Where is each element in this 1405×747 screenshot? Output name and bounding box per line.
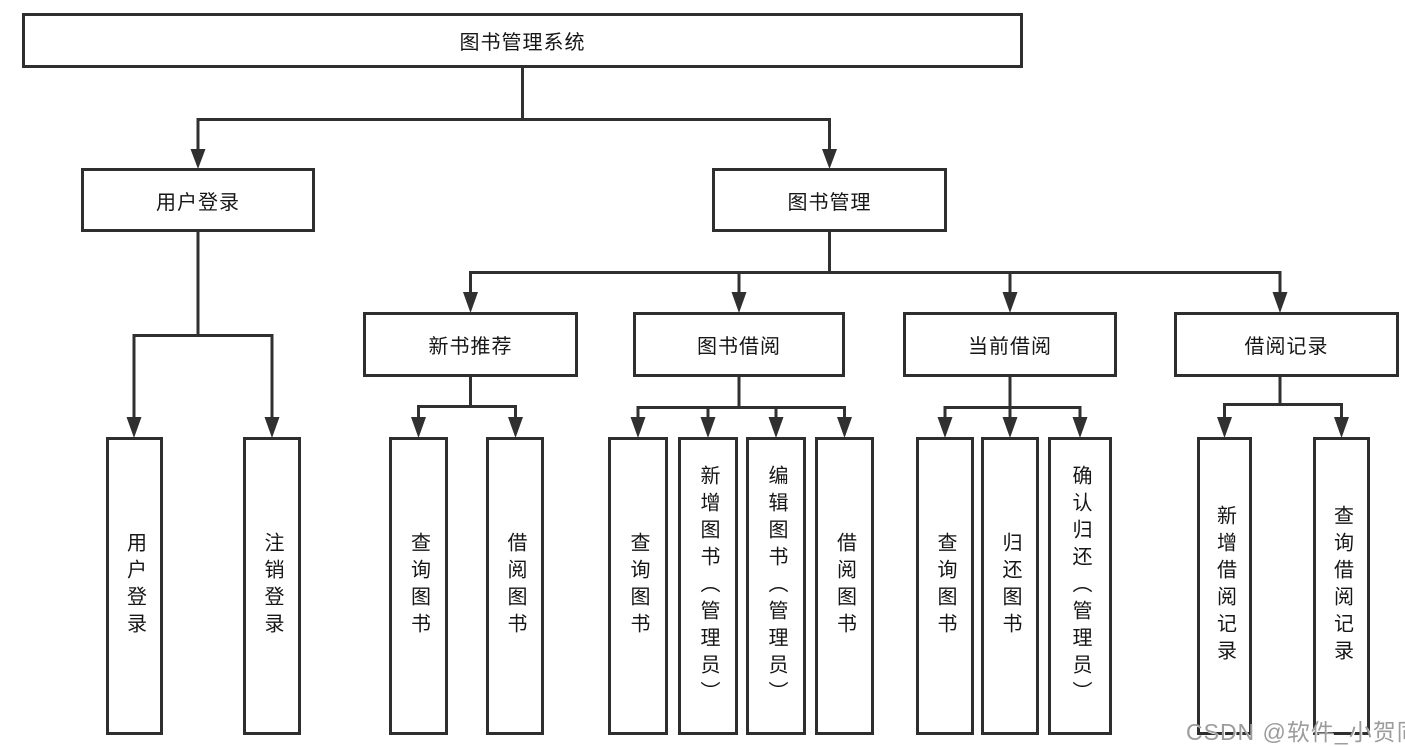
leaf-add-borrow-record: 新增借阅记录: [1197, 437, 1252, 735]
node-label: 借阅图书: [504, 532, 526, 640]
node-current-borrowing: 当前借阅: [903, 312, 1117, 377]
node-label: 查询图书: [627, 532, 649, 640]
node-label: 用户登录: [156, 191, 240, 214]
node-label: 归还图书: [999, 532, 1021, 640]
node-label: 查询图书: [407, 532, 430, 640]
node-label: 借阅记录: [1244, 336, 1329, 358]
leaf-query-books-borrow: 查询图书: [608, 437, 668, 735]
leaf-confirm-return-admin: 确认归还（管理员）: [1048, 437, 1112, 735]
leaf-user-login: 用户登录: [106, 437, 163, 735]
node-label: 注销登录: [261, 532, 283, 640]
node-label: 当前借阅: [968, 336, 1052, 358]
node-label: 借阅图书: [833, 532, 856, 640]
leaf-logout: 注销登录: [243, 437, 301, 735]
node-label: 图书管理系统: [459, 32, 586, 54]
leaf-borrow-books: 借阅图书: [815, 437, 874, 735]
leaf-query-books-recommend: 查询图书: [389, 437, 448, 735]
node-new-book-recommendation: 新书推荐: [363, 312, 578, 377]
node-label: 用户登录: [123, 532, 146, 640]
node-book-borrowing: 图书借阅: [633, 312, 845, 377]
node-label: 查询借阅记录: [1330, 505, 1353, 667]
leaf-query-borrow-record: 查询借阅记录: [1313, 437, 1370, 735]
node-root-library-system: 图书管理系统: [22, 13, 1023, 68]
leaf-query-books-current: 查询图书: [916, 437, 974, 735]
node-book-management: 图书管理: [712, 168, 947, 232]
node-label: 图书借阅: [697, 336, 781, 358]
node-borrowing-records: 借阅记录: [1174, 312, 1399, 377]
leaf-return-book: 归还图书: [981, 437, 1039, 735]
node-label: 新书推荐: [428, 336, 513, 358]
leaf-borrow-books-recommend: 借阅图书: [486, 437, 544, 735]
leaf-add-book-admin: 新增图书（管理员）: [678, 437, 738, 735]
node-label: 新增借阅记录: [1213, 505, 1236, 667]
node-label: 新增图书（管理员）: [697, 464, 719, 708]
watermark: CSDN @软件_小贺同学: [1186, 719, 1405, 745]
node-label: 编辑图书（管理员）: [765, 464, 787, 708]
node-label: 查询图书: [934, 532, 956, 640]
node-user-login: 用户登录: [81, 168, 315, 232]
node-label: 图书管理: [787, 191, 872, 214]
leaf-edit-book-admin: 编辑图书（管理员）: [746, 437, 806, 735]
node-label: 确认归还（管理员）: [1069, 464, 1091, 708]
